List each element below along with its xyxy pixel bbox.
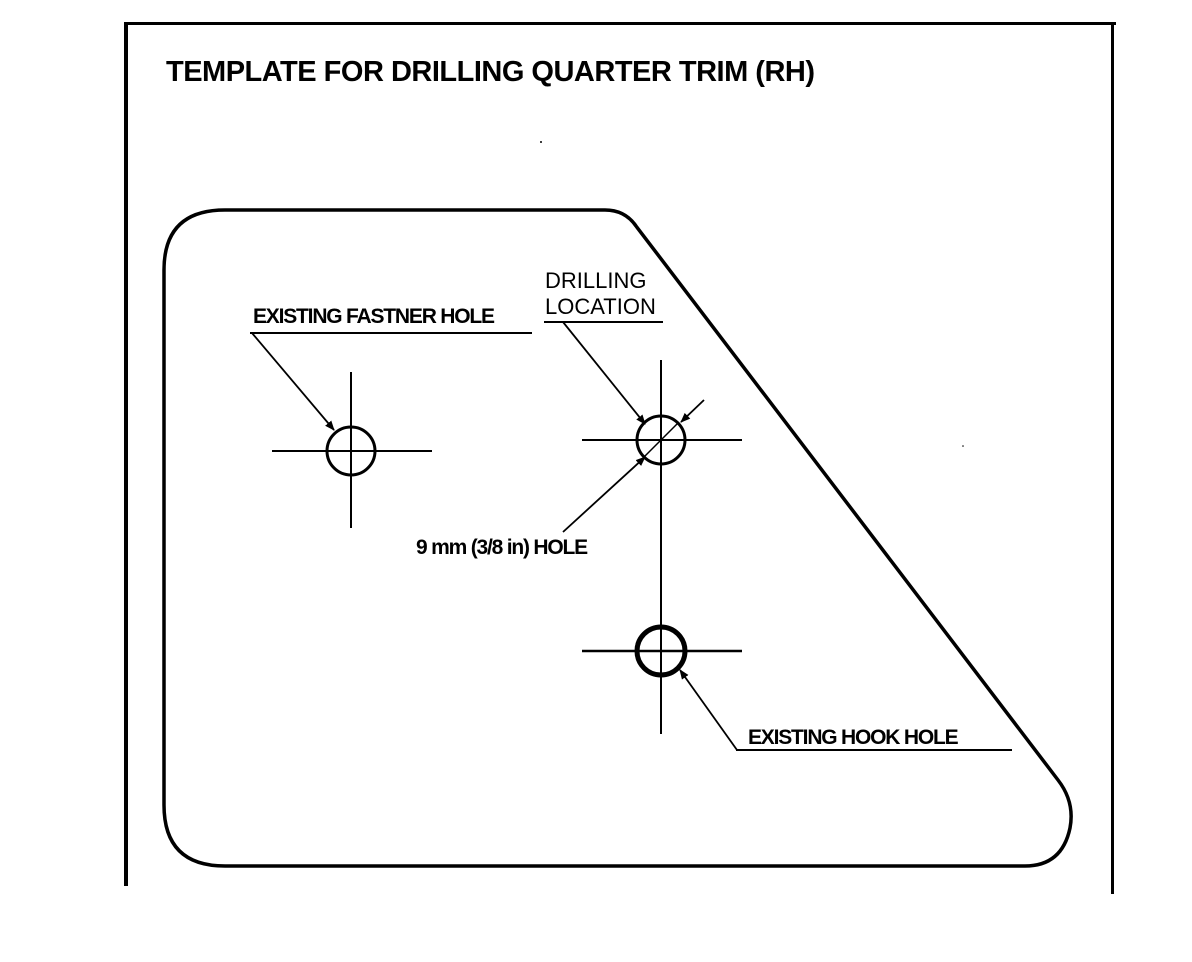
fastener-hole-marker: [272, 372, 432, 528]
hook-hole-label: EXISTING HOOK HOLE: [748, 726, 959, 749]
drilling-leader-arrow: [562, 321, 646, 425]
frame-top-border: [128, 22, 1116, 25]
scan-speck: [962, 445, 964, 447]
frame-right-border: [1111, 22, 1114, 894]
diameter-arrow: [680, 399, 705, 423]
page-title: TEMPLATE FOR DRILLING QUARTER TRIM (RH): [166, 56, 815, 88]
fastener-hole-label: EXISTING FASTNER HOLE: [253, 305, 495, 328]
scan-speck: [540, 141, 542, 143]
hole-size-label: 9 mm (3/8 in) HOLE: [416, 536, 588, 559]
hook-hole-marker: [582, 624, 742, 678]
template-outline: [162, 208, 1073, 868]
frame-left-border: [124, 22, 128, 886]
fastener-leader-arrow: [251, 332, 335, 431]
hole-size-leader-arrow: [562, 456, 646, 533]
hook-leader-arrow: [679, 669, 738, 751]
drilling-location-marker: [582, 360, 742, 734]
drilling-location-label-line2: LOCATION: [545, 294, 656, 319]
drilling-location-label-line1: DRILLING: [545, 268, 646, 293]
